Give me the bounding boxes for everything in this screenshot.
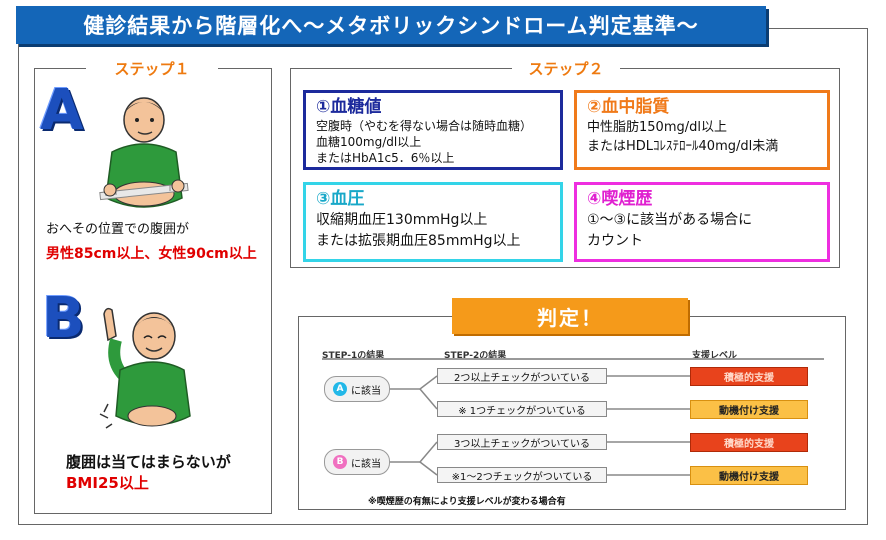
check-count-box: ※ 1つチェックがついている	[437, 401, 607, 417]
criteria-smoking-box: ④喫煙歴 ①～③に該当がある場合に カウント	[574, 182, 830, 262]
page-title: 健診結果から階層化へ～メタボリックシンドローム判定基準～	[16, 6, 766, 44]
criteria-line: または拡張期血圧85mmHg以上	[316, 233, 521, 249]
judgement-title: 判定！	[452, 298, 688, 334]
criteria-line: 空腹時（やむを得ない場合は随時血糖）	[316, 119, 533, 133]
man-pointing-icon	[99, 307, 191, 429]
step1-a-result-pill: A に該当	[324, 376, 390, 402]
support-level-active: 積極的支援	[690, 433, 808, 452]
support-level-active: 積極的支援	[690, 367, 808, 386]
criteria-line: 収縮期血圧130mmHg以上	[316, 212, 488, 228]
letter-b-icon: B	[42, 286, 85, 351]
check-count-box: 2つ以上チェックがついている	[437, 368, 607, 384]
man-measuring-waist-icon	[99, 97, 189, 208]
step1-b-criteria: BMI25以上	[66, 474, 149, 492]
criteria-blood-sugar-box: ①血糖値 空腹時（やむを得ない場合は随時血糖） 血糖100mg/dl以上 または…	[303, 90, 563, 170]
pill-text: に該当	[351, 385, 381, 397]
step1-label: ステップ１	[86, 58, 218, 79]
criteria-blood-pressure-box: ③血圧 収縮期血圧130mmHg以上 または拡張期血圧85mmHg以上	[303, 182, 563, 262]
letter-a-icon: A	[40, 78, 84, 143]
support-level-motivation: 動機付け支援	[690, 400, 808, 419]
judge-header-level: 支援レベル	[692, 351, 738, 361]
letter-b-badge-icon: B	[333, 455, 347, 469]
criteria-title: ④喫煙歴	[587, 189, 653, 209]
step1-panel	[34, 68, 272, 514]
criteria-lipid-box: ②血中脂質 中性脂肪150mg/dl以上 またはHDLｺﾚｽﾃﾛｰﾙ40mg/d…	[574, 90, 830, 170]
criteria-title: ①血糖値	[316, 97, 382, 117]
judgement-note: ※喫煙歴の有無により支援レベルが変わる場合有	[368, 497, 566, 507]
criteria-title: ③血圧	[316, 189, 365, 209]
criteria-line: カウント	[587, 233, 643, 249]
check-count-box: 3つ以上チェックがついている	[437, 434, 607, 450]
criteria-title: ②血中脂質	[587, 97, 670, 117]
judge-header-step1: STEP-1の結果	[322, 351, 385, 361]
criteria-line: またはHDLｺﾚｽﾃﾛｰﾙ40mg/dl未満	[587, 139, 779, 154]
support-level-motivation: 動機付け支援	[690, 466, 808, 485]
step2-label: ステップ２	[512, 58, 620, 79]
check-count-box: ※1～2つチェックがついている	[437, 467, 607, 483]
step1-b-result-pill: B に該当	[324, 449, 390, 475]
pill-text: に該当	[351, 458, 381, 470]
criteria-line: 中性脂肪150mg/dl以上	[587, 120, 727, 135]
step1-b-text: 腹囲は当てはまらないが	[66, 453, 231, 471]
judge-header-step2: STEP-2の結果	[444, 351, 507, 361]
header-divider	[322, 358, 824, 360]
letter-a-badge-icon: A	[333, 382, 347, 396]
criteria-line: ①～③に該当がある場合に	[587, 212, 753, 228]
criteria-line: またはHbA1c5．6％以上	[316, 151, 455, 165]
step1-a-criteria: 男性85cm以上、女性90cm以上	[46, 246, 257, 262]
criteria-line: 血糖100mg/dl以上	[316, 135, 422, 149]
step1-a-text: おへその位置での腹囲が	[46, 222, 190, 237]
